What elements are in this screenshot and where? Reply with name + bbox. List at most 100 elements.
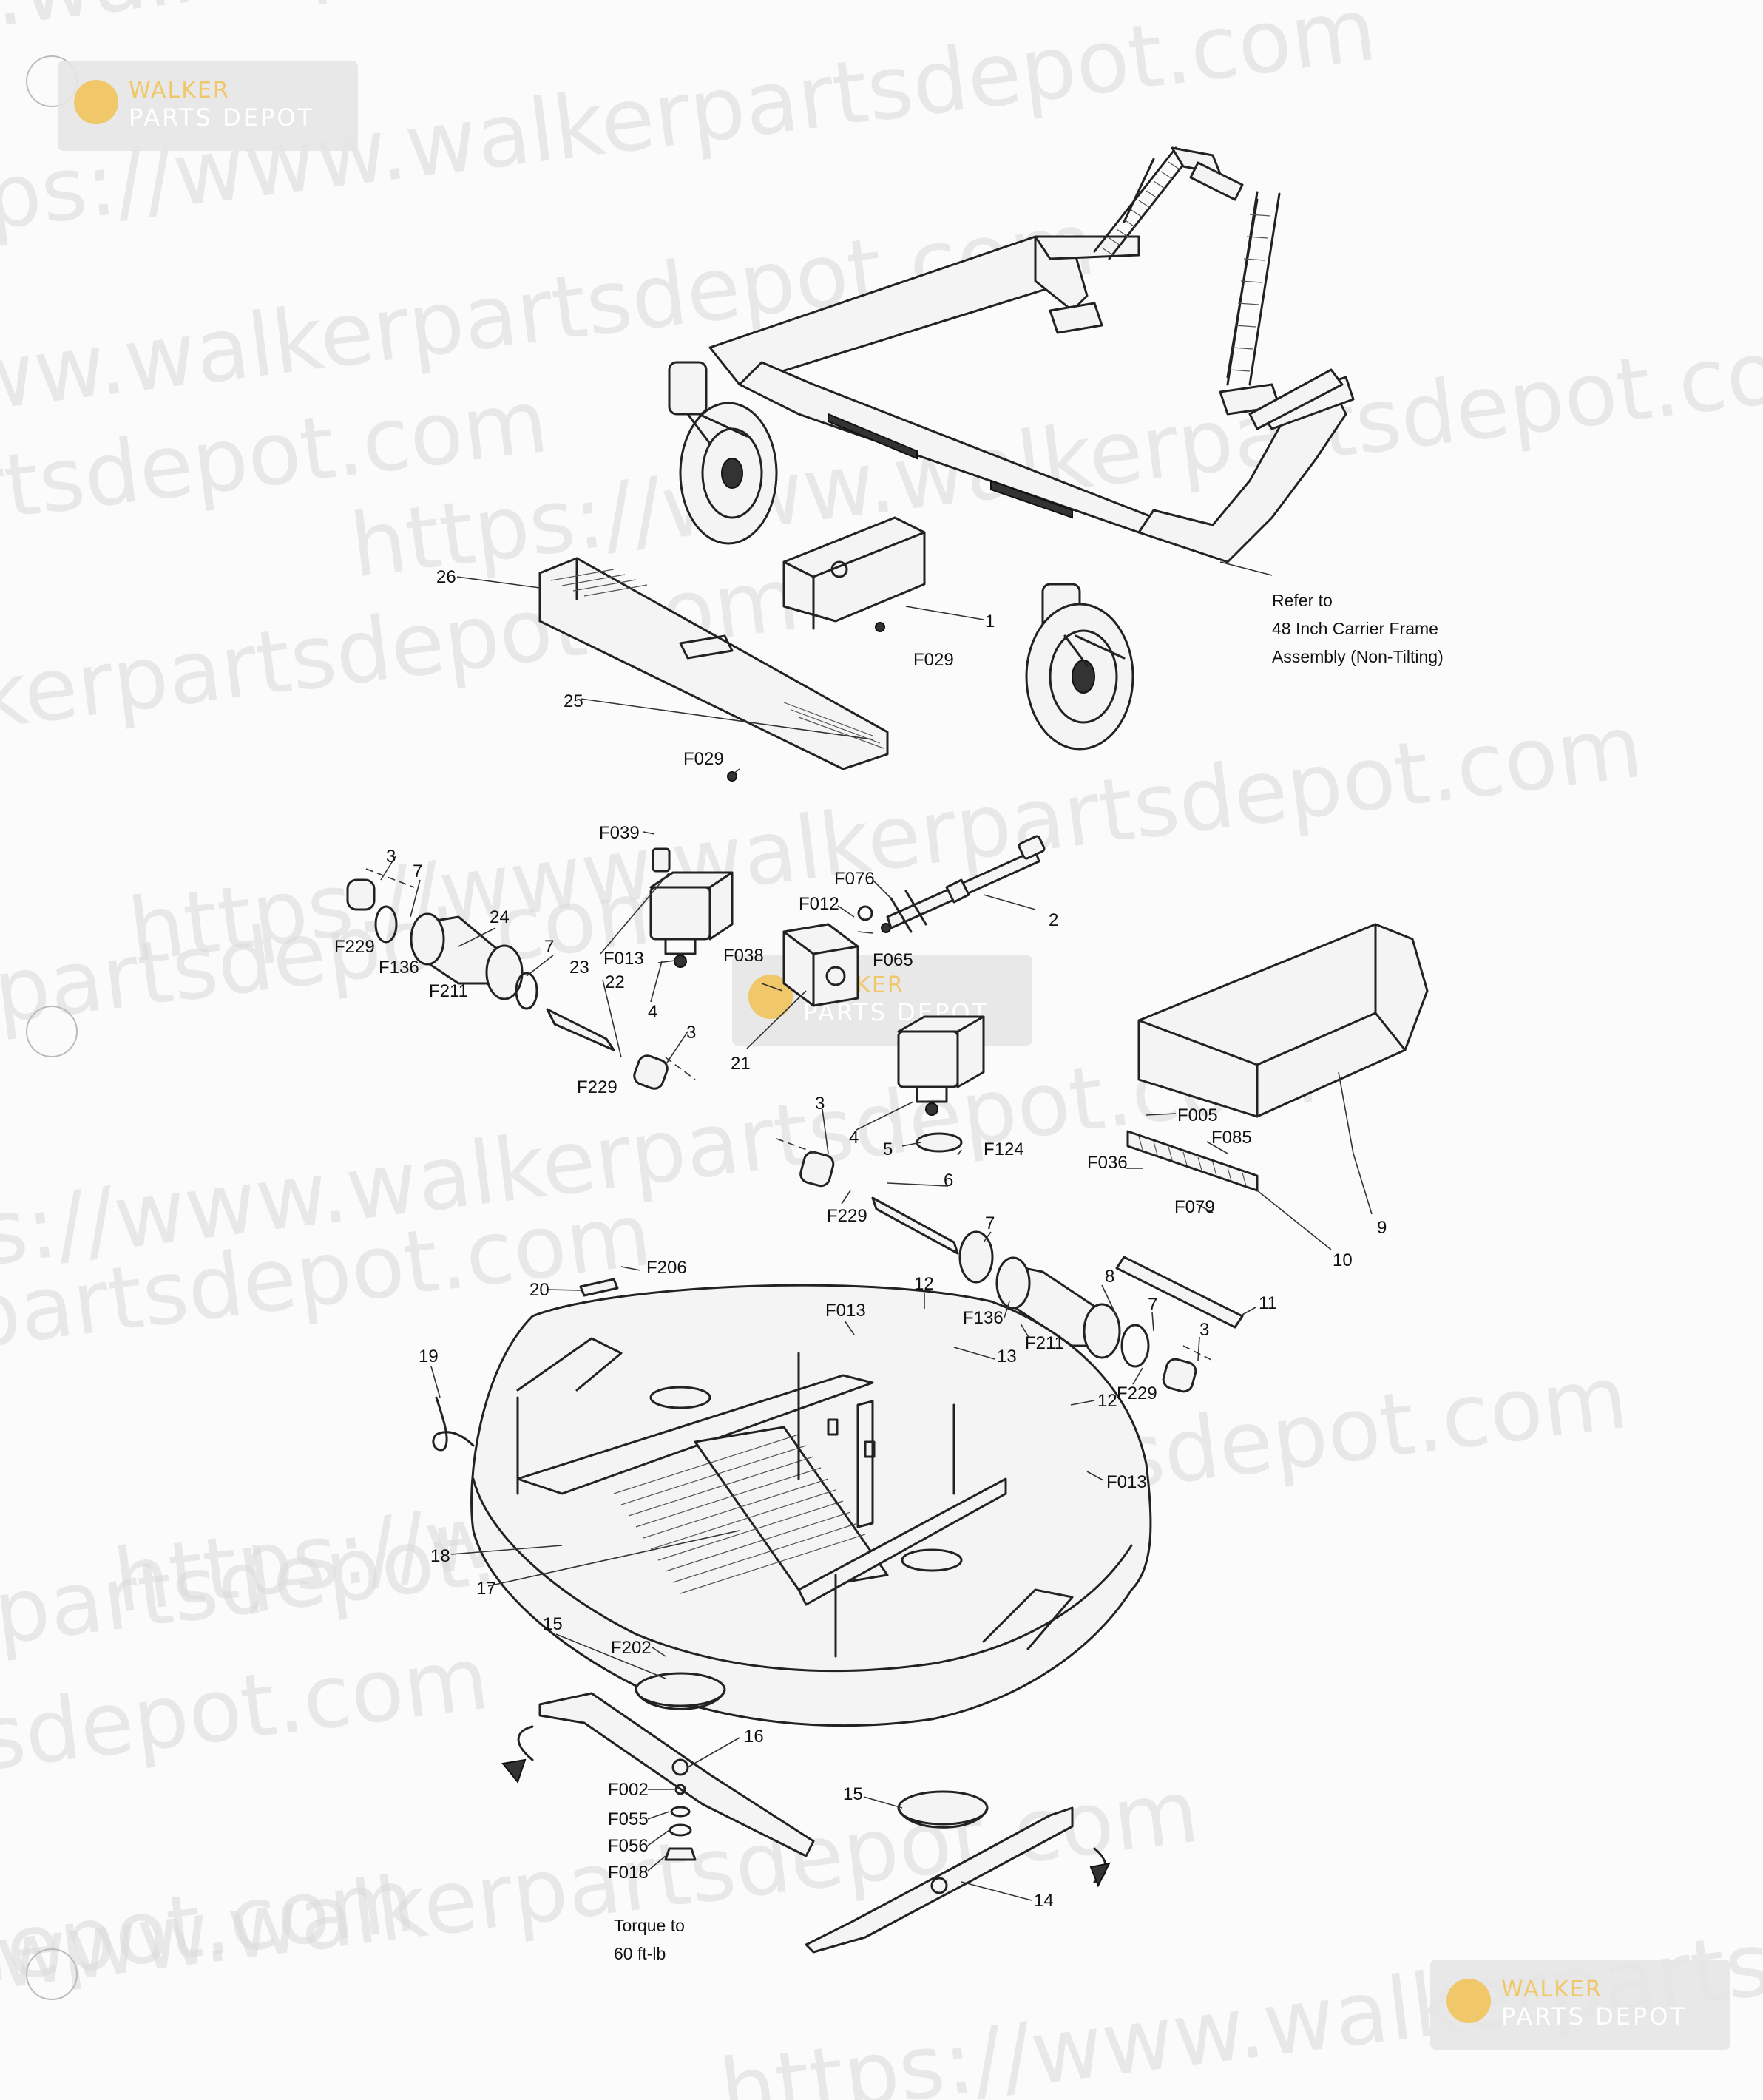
callout-20: 20 xyxy=(529,1280,549,1300)
blade-14 xyxy=(805,1806,1074,1954)
caster-wheel-left xyxy=(668,361,778,545)
callout-f029-lower: F029 xyxy=(683,749,724,769)
bracket-1 xyxy=(782,516,926,632)
callout-19: 19 xyxy=(419,1347,439,1366)
blade-fastener-stack xyxy=(664,1784,697,1861)
left-shaft-assembly xyxy=(346,868,696,1090)
gearbox-23 xyxy=(649,847,734,968)
punch-hole xyxy=(26,1006,78,1057)
caster-wheel-right xyxy=(1025,583,1134,751)
callout-21: 21 xyxy=(731,1054,751,1074)
callout-f085: F085 xyxy=(1211,1128,1252,1148)
refer-note-line-2: 48 Inch Carrier Frame xyxy=(1272,619,1438,638)
callout-25: 25 xyxy=(564,691,583,711)
callout-7: 7 xyxy=(1148,1295,1157,1315)
carrier-frame xyxy=(668,146,1355,751)
callout-f002: F002 xyxy=(608,1780,649,1800)
callout-f065: F065 xyxy=(873,950,913,970)
callout-1: 1 xyxy=(985,612,995,631)
callout-18: 18 xyxy=(430,1546,450,1566)
callout-f229: F229 xyxy=(827,1206,867,1226)
badge-line-bottom: PARTS DEPOT xyxy=(129,104,314,132)
callout-f029-upper: F029 xyxy=(913,650,954,670)
walker-logo-icon xyxy=(748,975,793,1019)
pin-19 xyxy=(432,1396,475,1452)
refer-note: Refer to 48 Inch Carrier Frame Assembly … xyxy=(1272,591,1444,666)
callout-7: 7 xyxy=(544,937,554,957)
callout-12: 12 xyxy=(914,1274,934,1294)
callout-f229: F229 xyxy=(577,1077,617,1097)
walker-logo-icon xyxy=(74,80,118,124)
callout-7: 7 xyxy=(413,861,422,881)
driveshaft-2 xyxy=(886,835,1046,933)
callout-f211: F211 xyxy=(1025,1333,1064,1353)
watermark-line: https://www.walkerpartsdepot.com xyxy=(0,858,686,1145)
torque-note-line-1: Torque to xyxy=(614,1916,685,1935)
gearbox-21 xyxy=(782,905,891,1007)
spindle-cup-15-lower xyxy=(897,1790,989,1829)
callout-f036: F036 xyxy=(1087,1153,1128,1173)
callout-f012: F012 xyxy=(799,894,839,914)
callout-f038: F038 xyxy=(723,946,764,966)
callout-3: 3 xyxy=(686,1023,696,1043)
walker-logo-icon xyxy=(1446,1979,1491,2023)
callout-4: 4 xyxy=(849,1128,859,1148)
callout-9: 9 xyxy=(1377,1218,1387,1238)
callout-17: 17 xyxy=(476,1579,496,1599)
badge-line-bottom: PARTS DEPOT xyxy=(1501,2002,1687,2030)
callout-f202: F202 xyxy=(611,1638,652,1658)
mower-deck-18 xyxy=(470,1284,1152,1727)
callout-f136: F136 xyxy=(379,958,419,978)
walker-badge: WALKER PARTS DEPOT xyxy=(58,61,358,151)
refer-note-line-3: Assembly (Non-Tilting) xyxy=(1272,647,1444,666)
gearbox-4 xyxy=(897,1015,985,1153)
callout-f018: F018 xyxy=(608,1863,649,1883)
refer-note-line-1: Refer to xyxy=(1272,591,1333,610)
callout-labels: 26 25 1 F029 F029 3 7 24 F229 F136 F211 … xyxy=(334,567,1387,1911)
callout-15: 15 xyxy=(543,1614,563,1634)
callout-6: 6 xyxy=(944,1171,953,1190)
callout-4: 4 xyxy=(648,1002,657,1022)
callout-7: 7 xyxy=(985,1213,995,1233)
callout-11: 11 xyxy=(1259,1293,1277,1313)
callout-f005: F005 xyxy=(1177,1105,1218,1125)
callout-f136: F136 xyxy=(963,1308,1004,1328)
shield-26 xyxy=(538,557,889,782)
rotation-arrow-icon xyxy=(501,1725,534,1784)
callout-f039: F039 xyxy=(599,823,640,843)
decal-20 xyxy=(579,1278,619,1297)
spindle-cup-15-upper xyxy=(635,1672,726,1710)
callout-f124: F124 xyxy=(984,1139,1024,1159)
badge-line-top: WALKER xyxy=(1501,1977,1603,2002)
callout-13: 13 xyxy=(997,1347,1017,1366)
punch-hole xyxy=(26,1948,78,2000)
callout-f079: F079 xyxy=(1174,1197,1215,1217)
callout-15: 15 xyxy=(843,1784,863,1804)
torque-note: Torque to 60 ft-lb xyxy=(614,1916,685,1963)
badge-line-top: WALKER xyxy=(129,78,230,104)
callout-12: 12 xyxy=(1097,1391,1117,1411)
callout-f206: F206 xyxy=(646,1258,687,1278)
callout-8: 8 xyxy=(1105,1267,1114,1287)
callout-10: 10 xyxy=(1333,1250,1353,1270)
callout-23: 23 xyxy=(569,958,589,978)
callout-f056: F056 xyxy=(608,1836,649,1856)
callout-f076: F076 xyxy=(834,869,875,889)
callout-f055: F055 xyxy=(608,1809,649,1829)
discharge-chute-9 xyxy=(1137,923,1429,1118)
callout-f229: F229 xyxy=(1117,1383,1157,1403)
callout-26: 26 xyxy=(436,567,456,587)
callout-24: 24 xyxy=(490,907,510,927)
plate-11 xyxy=(1115,1256,1244,1329)
spring-coil xyxy=(1093,146,1281,386)
rotation-arrow-icon xyxy=(1089,1847,1111,1888)
callout-3: 3 xyxy=(1199,1320,1209,1340)
callout-3: 3 xyxy=(815,1094,825,1114)
callout-16: 16 xyxy=(744,1727,764,1747)
torque-note-line-2: 60 ft-lb xyxy=(614,1944,666,1963)
callout-14: 14 xyxy=(1034,1891,1054,1911)
callout-5: 5 xyxy=(883,1139,893,1159)
callout-3: 3 xyxy=(386,847,396,867)
callout-f013: F013 xyxy=(1106,1472,1147,1492)
